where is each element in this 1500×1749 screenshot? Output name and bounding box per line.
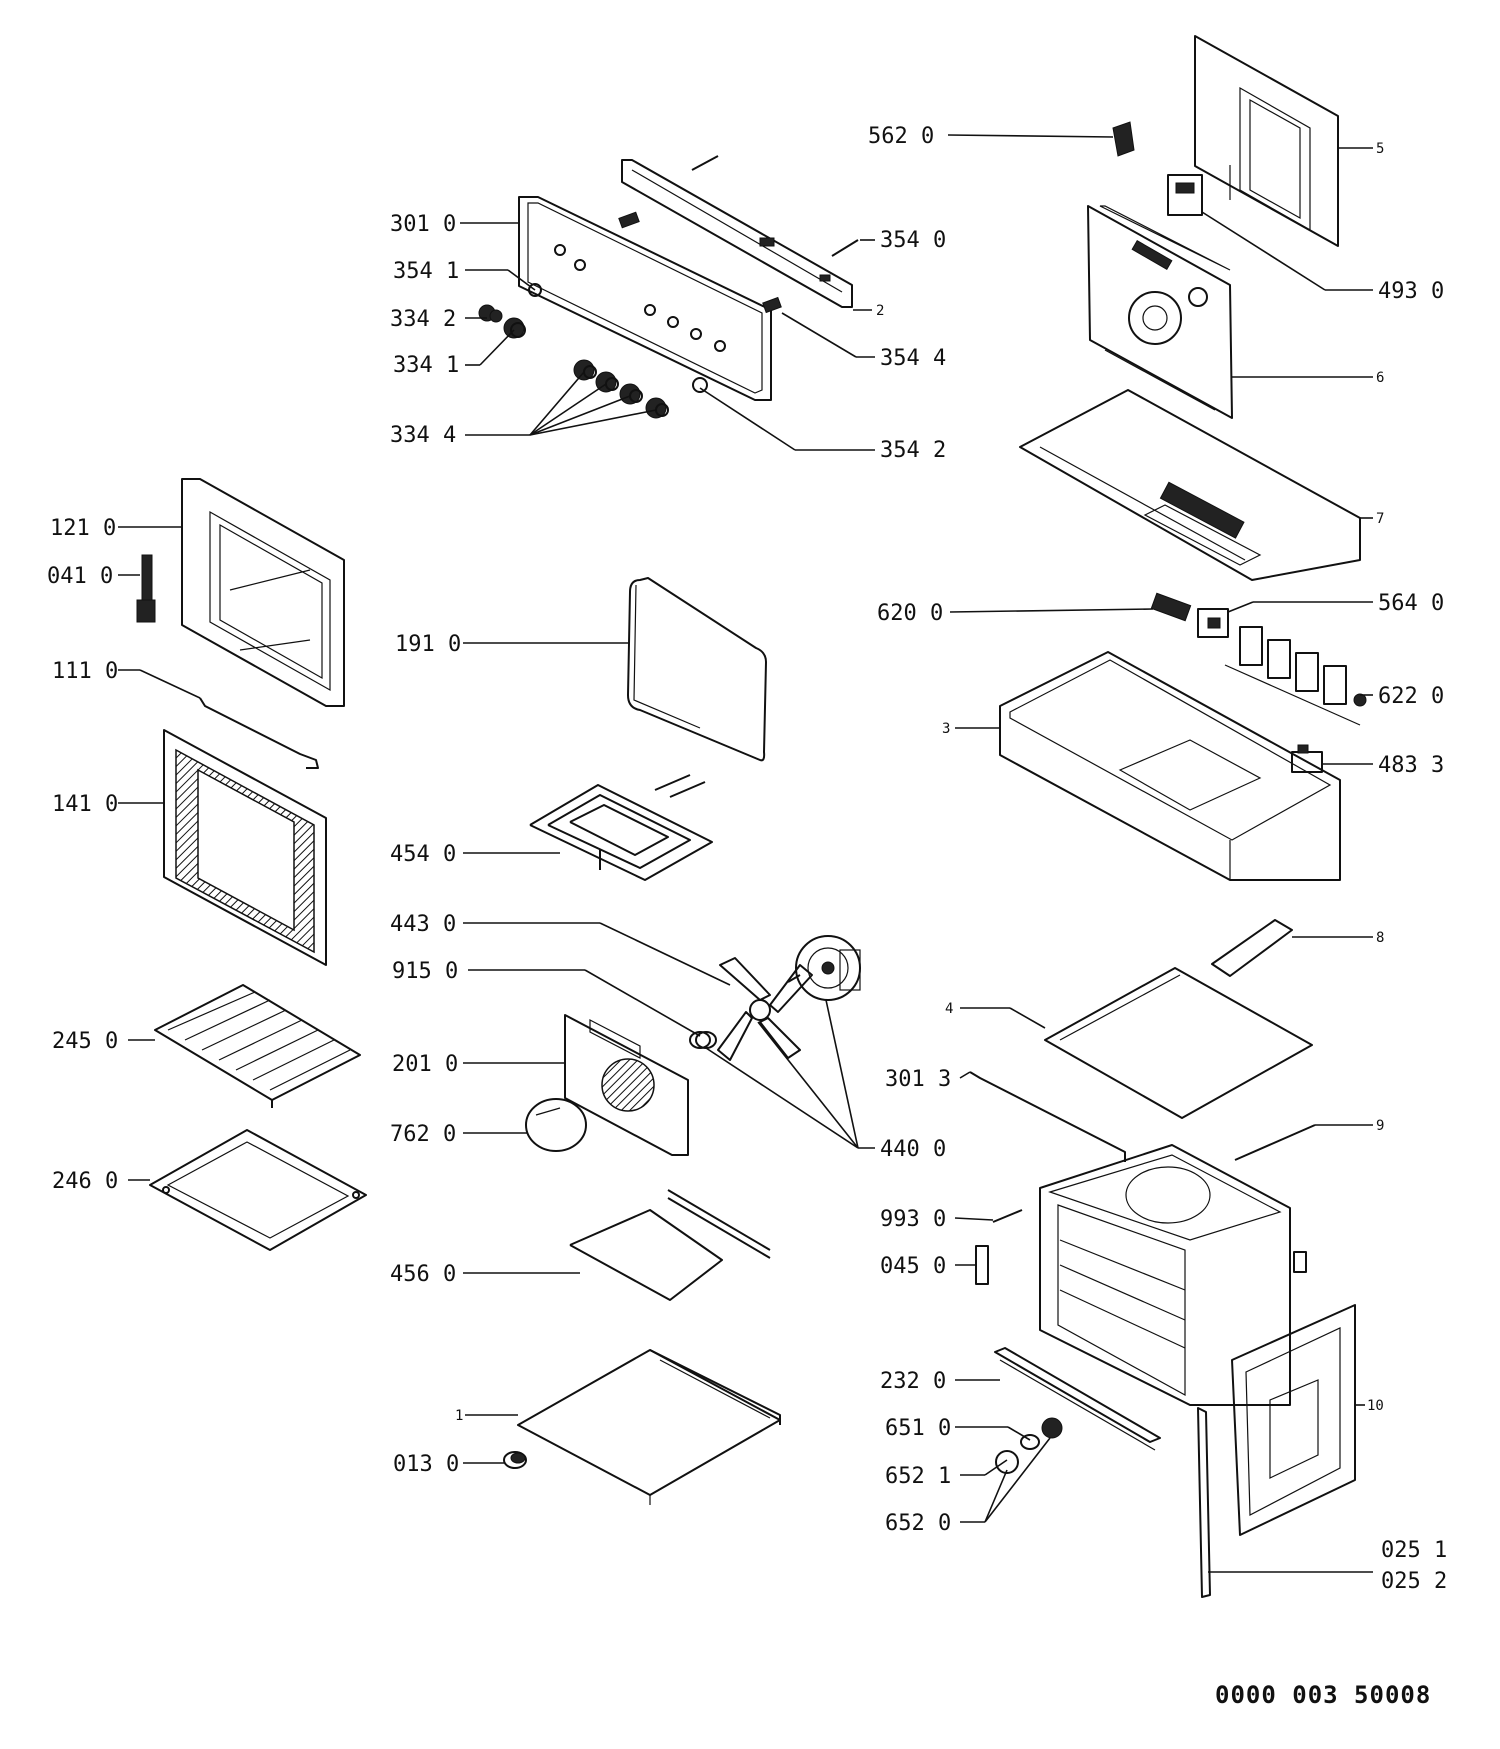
label-201-0: 201 0 (392, 1052, 458, 1077)
part-labels: 562 0 301 0 354 1 334 2 334 1 334 4 354 … (47, 124, 1447, 1709)
label-762-0: 762 0 (390, 1122, 456, 1147)
label-013-0: 013 0 (393, 1452, 459, 1477)
knobs-set (573, 359, 669, 419)
label-7: 7 (1376, 511, 1384, 527)
label-1: 1 (455, 1408, 463, 1424)
label-354-4: 354 4 (880, 346, 946, 371)
label-301-0: 301 0 (390, 212, 456, 237)
oven-cavity-group (969, 919, 1356, 1598)
label-354-1: 354 1 (393, 259, 459, 284)
control-box-group (999, 592, 1367, 881)
baking-tray (149, 1129, 367, 1251)
label-121-0: 121 0 (50, 516, 116, 541)
label-232-0: 232 0 (880, 1369, 946, 1394)
knob-small (478, 304, 503, 323)
knob-main (503, 317, 526, 339)
grill-element (529, 774, 713, 881)
label-564-0: 564 0 (1378, 591, 1444, 616)
fan-motor (787, 935, 861, 1001)
label-301-3: 301 3 (885, 1067, 951, 1092)
label-354-0: 354 0 (880, 228, 946, 253)
wire-shelf (154, 984, 361, 1108)
label-622-0: 622 0 (1378, 684, 1444, 709)
label-10: 10 (1367, 1398, 1384, 1414)
label-915-0: 915 0 (392, 959, 458, 984)
label-3: 3 (942, 721, 950, 737)
label-141-0: 141 0 (52, 792, 118, 817)
label-562-0: 562 0 (868, 124, 934, 149)
label-025-2: 025 2 (1381, 1569, 1447, 1594)
label-9: 9 (1376, 1118, 1384, 1134)
bottom-element (569, 1189, 771, 1301)
label-483-3: 483 3 (1378, 753, 1444, 778)
label-334-4: 334 4 (390, 423, 456, 448)
label-493-0: 493 0 (1378, 279, 1444, 304)
label-652-1: 652 1 (885, 1464, 951, 1489)
label-045-0: 045 0 (880, 1254, 946, 1279)
label-354-2: 354 2 (880, 438, 946, 463)
document-code: 0000 003 50008 (1215, 1681, 1431, 1709)
label-454-0: 454 0 (390, 842, 456, 867)
label-6: 6 (1376, 370, 1384, 386)
label-456-0: 456 0 (390, 1262, 456, 1287)
label-4: 4 (945, 1001, 953, 1017)
label-993-0: 993 0 (880, 1207, 946, 1232)
fan-blade (717, 957, 813, 1061)
label-245-0: 245 0 (52, 1029, 118, 1054)
label-334-2: 334 2 (390, 307, 456, 332)
label-5: 5 (1376, 141, 1384, 157)
rear-panel-group (1019, 35, 1361, 581)
leader-lines (118, 134, 1373, 1573)
label-025-1: 025 1 (1381, 1538, 1447, 1563)
label-2: 2 (876, 303, 884, 319)
door-group (136, 478, 367, 1251)
label-620-0: 620 0 (877, 601, 943, 626)
label-443-0: 443 0 (390, 912, 456, 937)
label-8: 8 (1376, 930, 1384, 946)
label-440-0: 440 0 (880, 1137, 946, 1162)
relay-block (1224, 626, 1367, 726)
label-651-0: 651 0 (885, 1416, 951, 1441)
label-246-0: 246 0 (52, 1169, 118, 1194)
control-panel-group (478, 155, 859, 419)
label-652-0: 652 0 (885, 1511, 951, 1536)
label-041-0: 041 0 (47, 564, 113, 589)
oven-interior-parts (503, 577, 861, 1505)
label-334-1: 334 1 (393, 353, 459, 378)
label-191-0: 191 0 (395, 632, 461, 657)
label-111-0: 111 0 (52, 659, 118, 684)
